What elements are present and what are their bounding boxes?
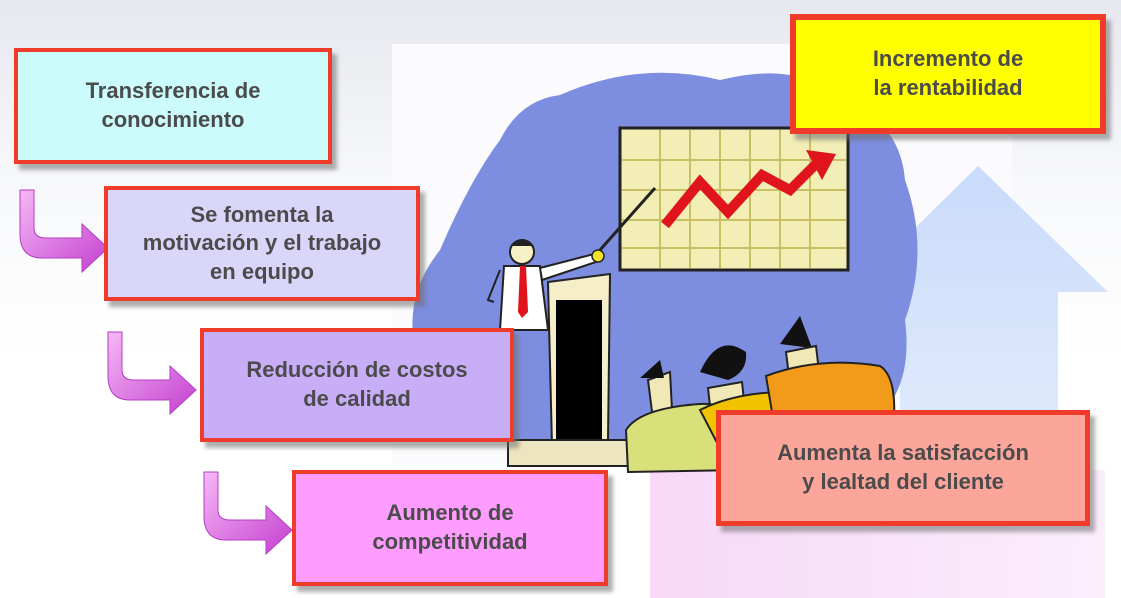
curved-arrow-icon (107, 331, 197, 416)
profitability-box: Incremento de la rentabilidad (790, 14, 1106, 134)
curved-arrow-icon (19, 189, 109, 274)
curved-arrow-icon (203, 471, 293, 556)
customer-satisfaction-box: Aumenta la satisfacción y lealtad del cl… (716, 410, 1090, 526)
knowledge-transfer-box: Transferencia de conocimiento (14, 48, 332, 164)
quality-costs-box: Reducción de costos de calidad (200, 328, 514, 442)
presenter-icon (486, 239, 605, 331)
motivation-teamwork-box: Se fomenta la motivación y el trabajo en… (104, 186, 420, 301)
competitiveness-box: Aumento de competitividad (292, 470, 608, 586)
chart-board-icon (598, 126, 850, 272)
podium-icon (507, 272, 639, 467)
